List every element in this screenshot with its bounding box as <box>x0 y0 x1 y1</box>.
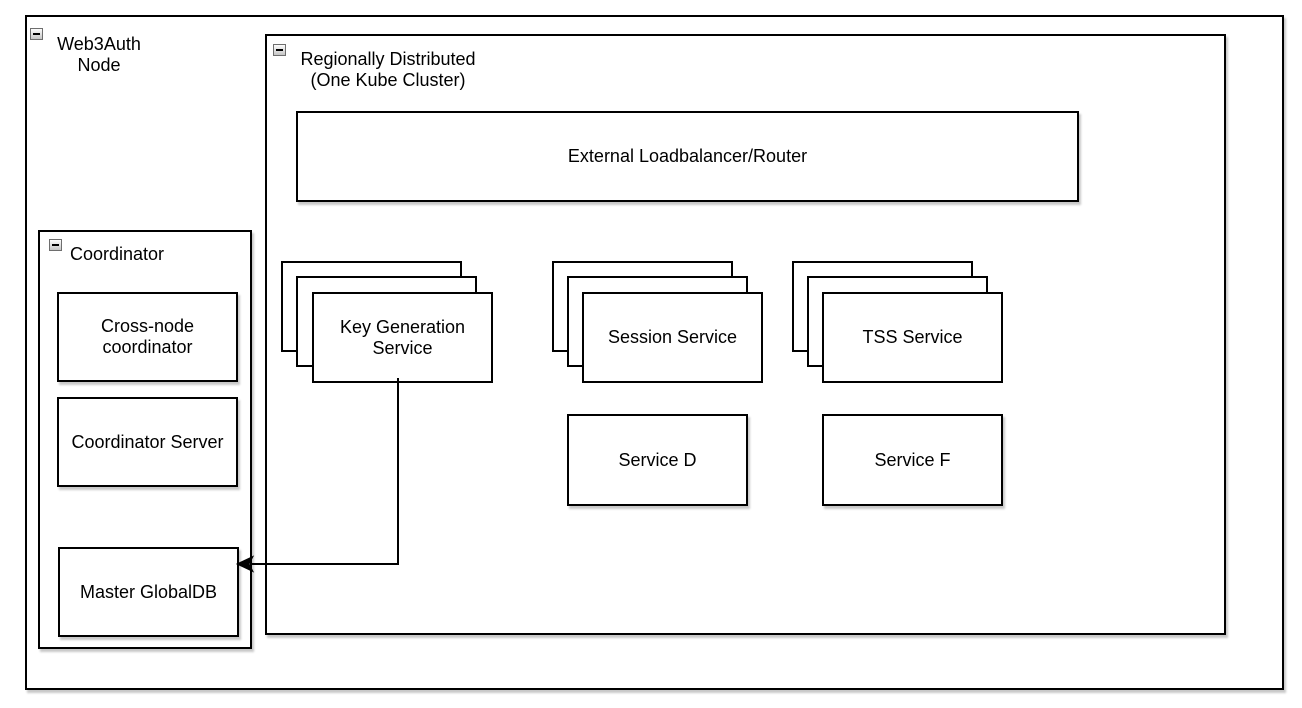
node-label: Session Service <box>607 327 738 347</box>
web3auth-node-label: Web3Auth Node <box>57 34 141 75</box>
collapse-button-regionally-distributed[interactable] <box>273 44 286 56</box>
external-loadbalancer-node[interactable]: External Loadbalancer/Router <box>296 111 1079 202</box>
node-label: Coordinator Server <box>71 431 224 452</box>
node-label: Cross-node coordinator <box>100 316 195 357</box>
node-label: Service F <box>874 449 951 470</box>
regionally-distributed-label: Regionally Distributed (One Kube Cluster… <box>300 49 476 90</box>
node-label: Service D <box>618 449 697 470</box>
coordinator-server-node[interactable]: Coordinator Server <box>57 397 238 487</box>
node-label: Key Generation Service <box>339 316 466 358</box>
minus-icon <box>276 49 283 51</box>
cross-node-coordinator-node[interactable]: Cross-node coordinator <box>57 292 238 382</box>
web3auth-node-container[interactable]: Web3Auth Node Coordinator Cross-node coo… <box>25 15 1284 690</box>
service-d-node[interactable]: Service D <box>567 414 748 506</box>
node-label: TSS Service <box>862 327 963 347</box>
collapse-button-coordinator[interactable] <box>49 239 62 251</box>
node-label: Master GlobalDB <box>79 581 218 602</box>
minus-icon <box>33 33 40 35</box>
coordinator-label: Coordinator <box>70 244 165 264</box>
service-f-node[interactable]: Service F <box>822 414 1003 506</box>
regionally-distributed-container[interactable]: Regionally Distributed (One Kube Cluster… <box>265 34 1226 635</box>
minus-icon <box>52 244 59 246</box>
coordinator-container[interactable]: Coordinator Cross-node coordinator Coord… <box>38 230 252 649</box>
collapse-button-web3auth[interactable] <box>30 28 43 40</box>
key-generation-service-node[interactable]: Key Generation Service <box>312 292 493 383</box>
node-label: External Loadbalancer/Router <box>567 146 808 166</box>
master-globaldb-node[interactable]: Master GlobalDB <box>58 547 239 637</box>
tss-service-node[interactable]: TSS Service <box>822 292 1003 383</box>
session-service-node[interactable]: Session Service <box>582 292 763 383</box>
